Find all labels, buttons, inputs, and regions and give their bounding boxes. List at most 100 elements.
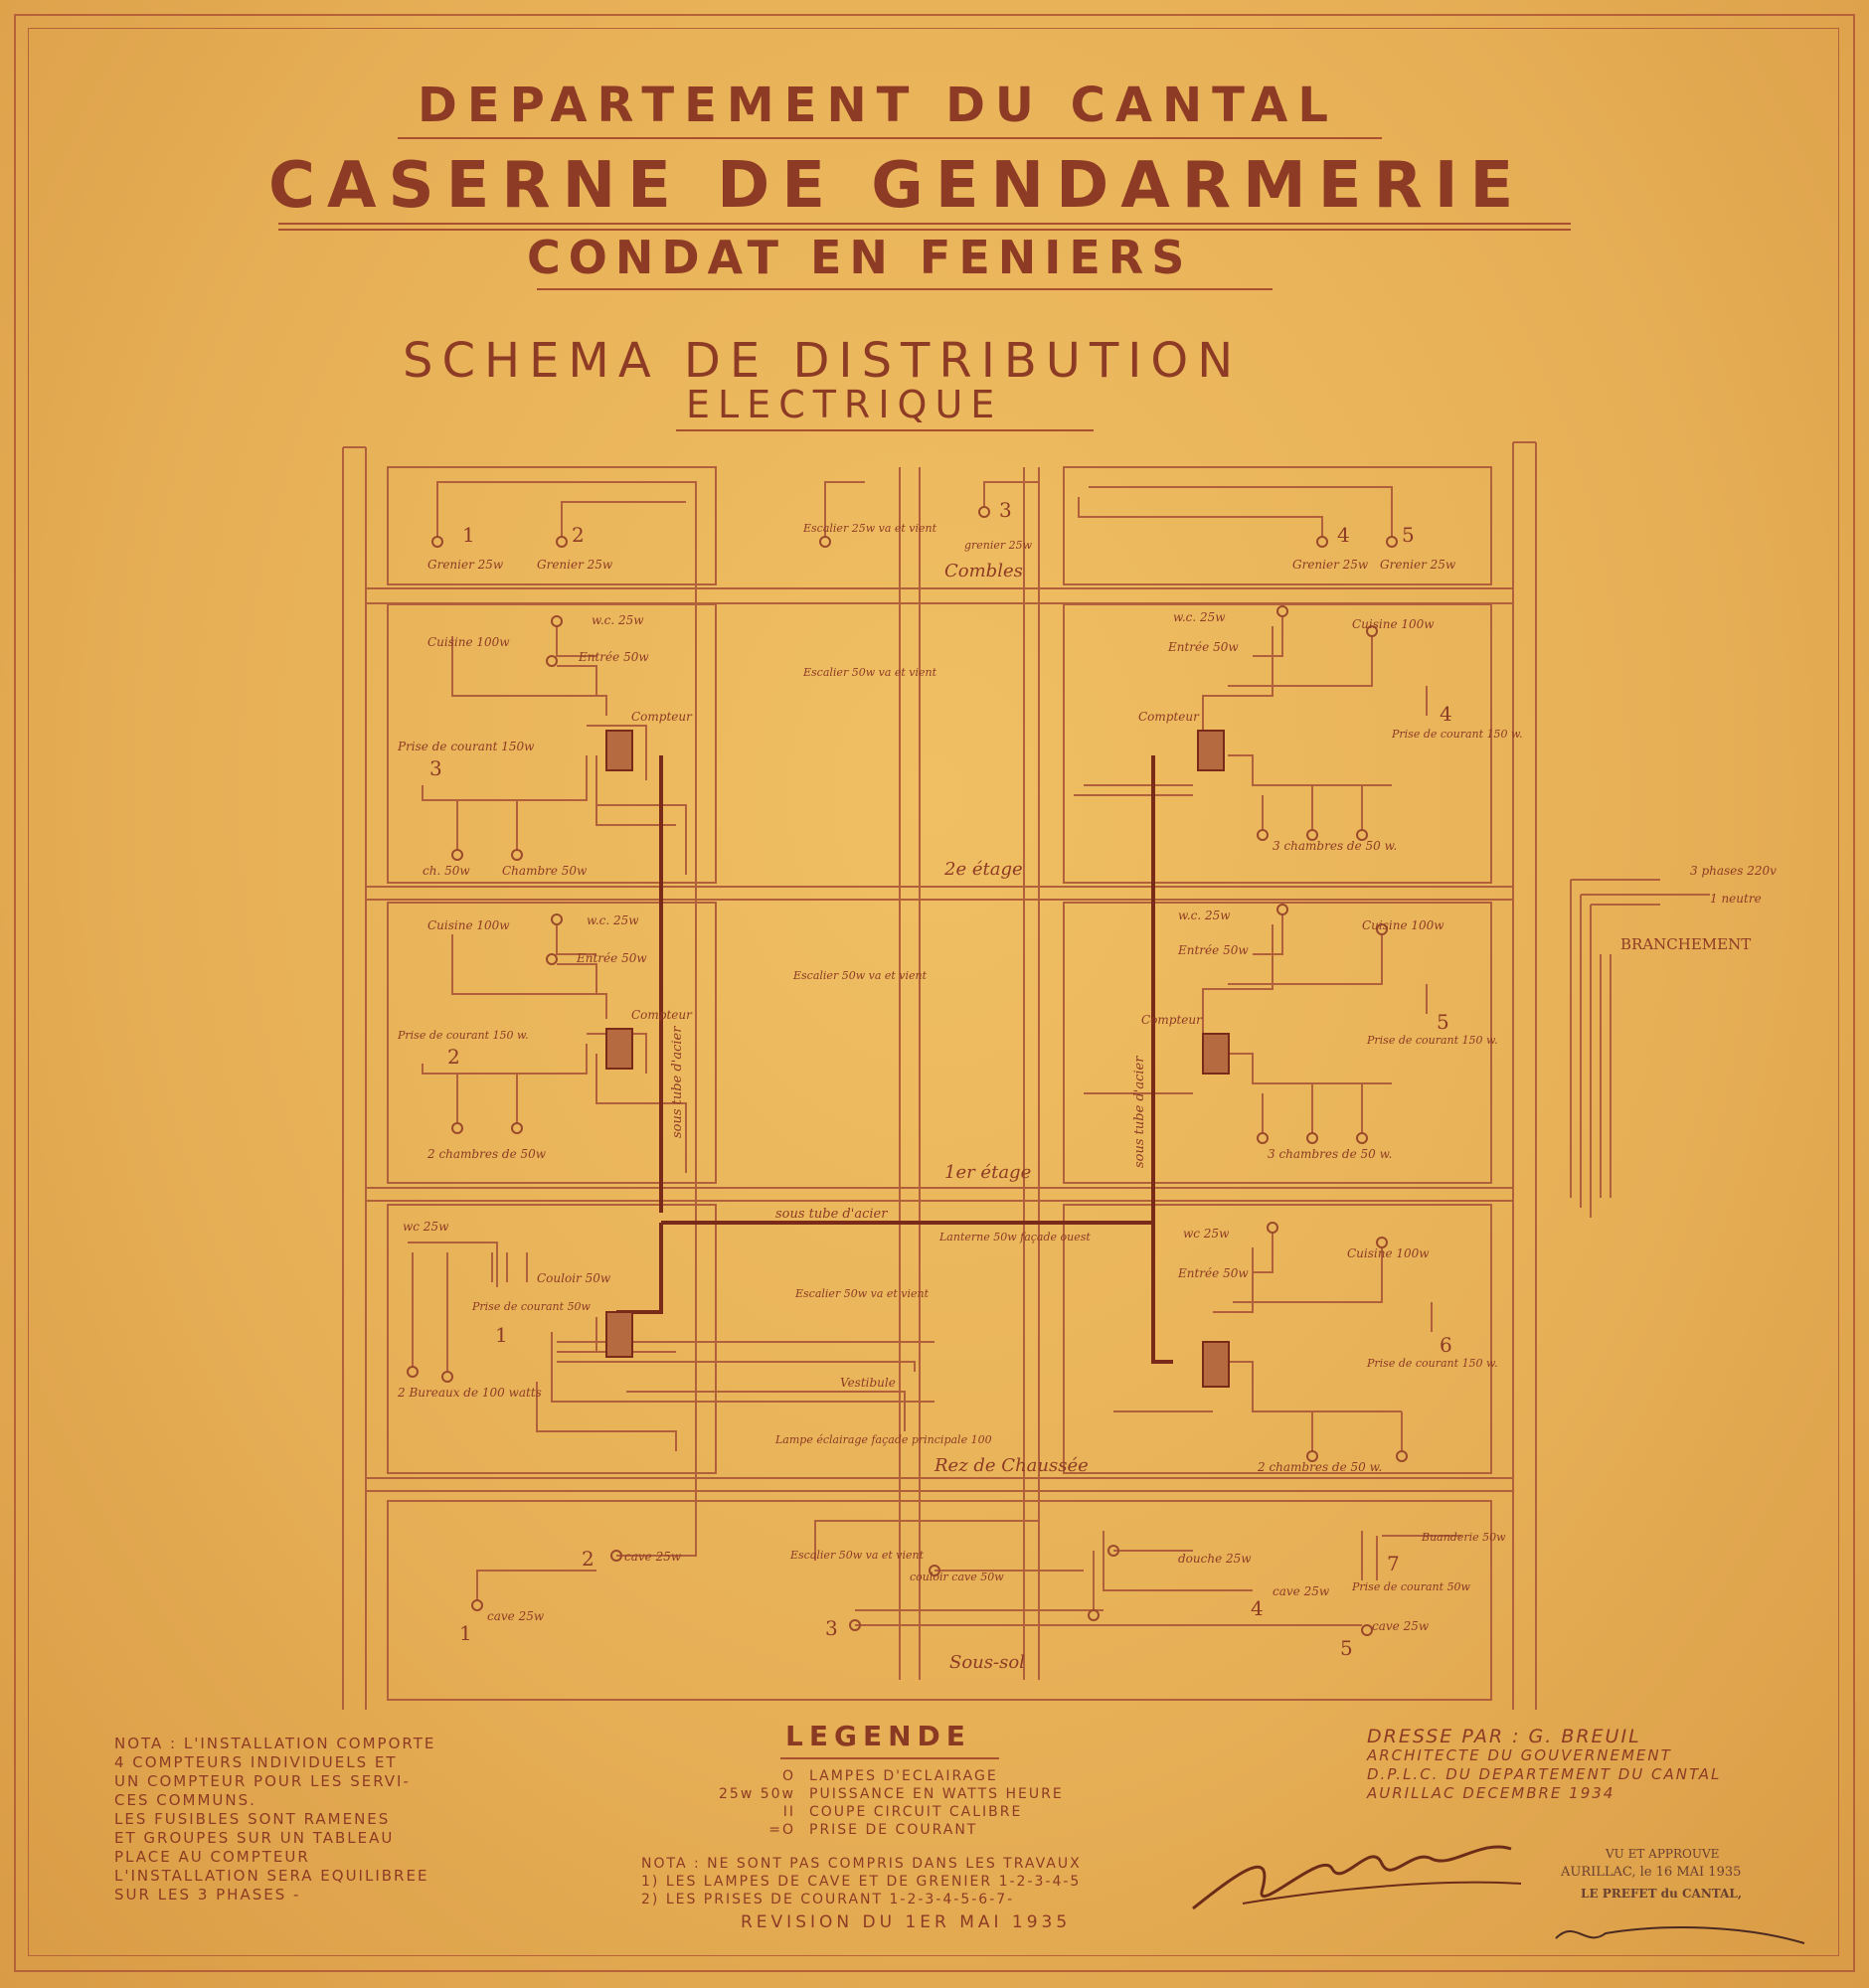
label-grenier-2: Grenier 25w: [537, 558, 613, 572]
label-escalier-0: Escalier 50w va et vient: [794, 1287, 930, 1300]
legend-text: PUISSANCE EN WATTS HEURE: [809, 1786, 1064, 1802]
flat-0-right: [1063, 1204, 1492, 1474]
lamp-icon: [551, 615, 563, 627]
num-grenier-4: 4: [1337, 523, 1350, 547]
lamp-icon: [819, 536, 831, 548]
label-chambre-2l: Chambre 50w: [502, 864, 588, 878]
lamp-icon: [849, 1619, 861, 1631]
label-lanterne: Lanterne 50w façade ouest: [938, 1231, 1091, 1243]
num-cave-3: 3: [825, 1616, 838, 1640]
label-cuisine-0r: Cuisine 100w: [1347, 1246, 1430, 1260]
label-cuisine-2r: Cuisine 100w: [1352, 617, 1435, 631]
legend-nota-line: 2) LES PRISES DE COURANT 1-2-3-4-5-6-7-: [641, 1892, 1015, 1907]
left-wall: [342, 446, 367, 1710]
lamp-icon: [1276, 605, 1288, 617]
title-schema: SCHEMA DE DISTRIBUTION: [403, 333, 1243, 389]
floor-label-soussol: Sous-sol: [949, 1652, 1025, 1673]
label-couloir-cave: couloir cave 50w: [910, 1571, 1004, 1583]
floor-label-1: 1er étage: [944, 1162, 1031, 1183]
lamp-icon: [471, 1599, 483, 1611]
label-chambres-0r: 2 chambres de 50 w.: [1257, 1460, 1382, 1474]
legend-underline: [780, 1757, 999, 1759]
label-wc-2l: w.c. 25w: [592, 613, 644, 627]
nota-block: NOTA : L'INSTALLATION COMPORTE 4 COMPTEU…: [114, 1735, 435, 1905]
label-cave-2: cave 25w: [624, 1550, 682, 1564]
num-prise-1: 1: [495, 1323, 508, 1347]
credits-line: ARCHITECTE DU GOUVERNEMENT: [1367, 1746, 1672, 1764]
stair-shaft: [899, 467, 1040, 1680]
credits-line: AURILLAC DECEMBRE 1934: [1367, 1784, 1615, 1802]
label-chambres-1l: 2 chambres de 50w: [426, 1147, 547, 1161]
label-grenier-1: Grenier 25w: [427, 558, 504, 572]
legend-text: COUPE CIRCUIT CALIBRE: [809, 1804, 1023, 1820]
approval-stamp-line1: VU ET APPROUVE: [1606, 1847, 1720, 1861]
label-sous-tube-right: sous tube d'acier: [1132, 1056, 1147, 1168]
legend-symbol: =O: [768, 1822, 795, 1838]
label-cave-4: cave 25w: [1273, 1584, 1330, 1598]
num-grenier-3: 3: [999, 498, 1012, 522]
lamp-icon: [1356, 1132, 1368, 1144]
signature-breuil: [1192, 1845, 1522, 1910]
label-compteur-2l: Compteur: [631, 710, 693, 724]
meter-2-right: [1197, 730, 1225, 771]
label-compteur-1r: Compteur: [1141, 1013, 1203, 1027]
credits-line: D.P.L.C. DU DEPARTEMENT DU CANTAL: [1367, 1765, 1722, 1783]
num-grenier-2: 2: [572, 523, 585, 547]
lamp-icon: [1396, 1450, 1408, 1462]
nota-line: NOTA : L'INSTALLATION COMPORTE: [114, 1735, 436, 1752]
label-neutre: 1 neutre: [1710, 892, 1762, 906]
label-entree-2l: Entrée 50w: [578, 650, 649, 664]
flat-2-right-wiring: [1074, 616, 1428, 830]
label-escalier-1: Escalier 50w va et vient: [792, 969, 928, 982]
label-wc-0r: wc 25w: [1183, 1227, 1230, 1241]
legend-title: LEGENDE: [785, 1720, 971, 1752]
nota-line: UN COMPTEUR POUR LES SERVI-: [114, 1772, 411, 1790]
num-prise-4: 4: [1440, 702, 1452, 726]
meter-1-right: [1202, 1033, 1230, 1075]
attic-circuit: [436, 481, 1393, 1471]
lamp-icon: [1088, 1609, 1100, 1621]
label-entree-0r: Entrée 50w: [1177, 1266, 1249, 1280]
meter-0-right: [1202, 1341, 1230, 1388]
label-cuisine-2l: Cuisine 100w: [427, 635, 510, 649]
label-cave-5: cave 25w: [1372, 1619, 1430, 1633]
approval-stamp-line3: LE PREFET du CANTAL,: [1581, 1887, 1742, 1901]
lamp-icon: [929, 1565, 940, 1576]
label-prise-1l: Prise de courant 150 w.: [397, 1029, 529, 1042]
lamp-icon: [407, 1366, 419, 1378]
flat-0-left: [387, 1204, 717, 1474]
meter-0-left: [605, 1311, 633, 1358]
floor-slab-1: [366, 1187, 1513, 1202]
floor-slab-rdc: [366, 1477, 1513, 1492]
legend-symbol: 25w 50w: [719, 1786, 795, 1802]
lamp-icon: [1257, 829, 1269, 841]
credits-block: DRESSE PAR : G. BREUIL ARCHITECTE DU GOU…: [1367, 1728, 1721, 1803]
label-wc-0l: wc 25w: [403, 1220, 449, 1234]
title-condat: CONDAT EN FENIERS: [527, 231, 1193, 284]
lamp-icon: [431, 536, 443, 548]
num-cave-2: 2: [582, 1547, 595, 1571]
label-cave-1: cave 25w: [487, 1609, 545, 1623]
flat-1-left: [387, 902, 717, 1184]
nota-line: L'INSTALLATION SERA EQUILIBREE: [114, 1867, 429, 1885]
title-electrique: ELECTRIQUE: [686, 383, 1003, 426]
lamp-icon: [511, 1122, 523, 1134]
num-grenier-5: 5: [1402, 523, 1415, 547]
nota-line: PLACE AU COMPTEUR: [114, 1848, 310, 1866]
lamp-icon: [1376, 1237, 1388, 1248]
meter-2-left: [605, 730, 633, 771]
meter-1-left: [605, 1028, 633, 1070]
label-lampe-facade: Lampe éclairage façade principale 100: [774, 1433, 992, 1446]
nota-line: CES COMMUNS.: [114, 1791, 256, 1809]
outer-border: [14, 14, 1855, 1972]
num-prise-3: 3: [429, 756, 442, 780]
lamp-icon: [1366, 625, 1378, 637]
lamp-icon: [1356, 829, 1368, 841]
label-entree-1r: Entrée 50w: [1177, 943, 1249, 957]
label-prise-2r: Prise de courant 150 w.: [1391, 728, 1523, 741]
flat-2-left: [387, 603, 717, 884]
label-prise-1r: Prise de courant 150 w.: [1366, 1034, 1498, 1047]
lamp-icon: [1376, 923, 1388, 935]
